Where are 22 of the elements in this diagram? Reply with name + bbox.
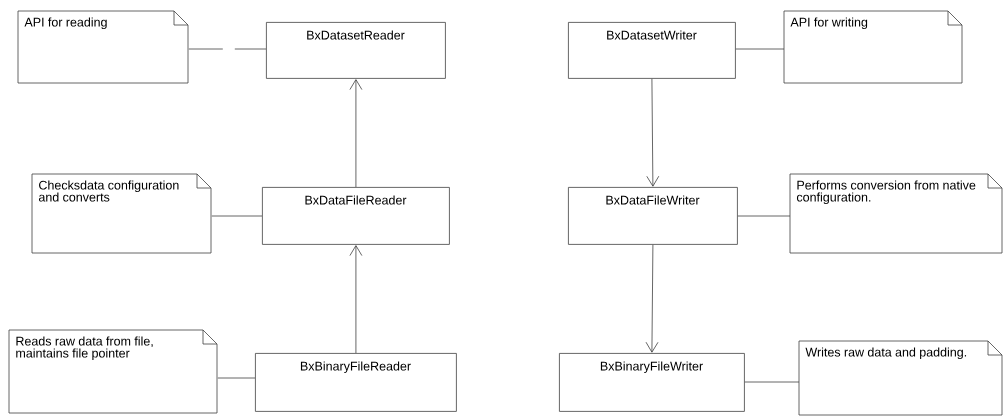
class-box: BxDatasetWriter	[568, 22, 736, 79]
connector-line	[188, 48, 267, 50]
arrow	[349, 79, 363, 188]
connector-line	[211, 215, 263, 217]
class-box: BxDatasetReader	[266, 22, 446, 79]
class-box: BxDataFileReader	[262, 187, 450, 245]
connector-line	[735, 48, 785, 50]
note-box: Writes raw data and padding.	[798, 340, 1003, 416]
arrow	[646, 78, 660, 187]
connector-line	[737, 215, 791, 217]
class-box: BxBinaryFileWriter	[559, 353, 745, 412]
arrow	[349, 245, 363, 354]
connector-line	[744, 381, 800, 383]
note-box: Reads raw data from file, maintains file pointer	[8, 329, 218, 414]
connector-line	[217, 377, 256, 379]
note-box: API for reading	[17, 10, 189, 84]
note-box: Performs conversion from native configuration.	[789, 173, 1003, 254]
class-box: BxDataFileWriter	[568, 187, 738, 245]
arrow	[645, 244, 659, 353]
note-box: API for writing	[783, 10, 963, 84]
class-box: BxBinaryFileReader	[255, 353, 457, 412]
note-box: Checksdata configuration and converts	[31, 173, 212, 254]
